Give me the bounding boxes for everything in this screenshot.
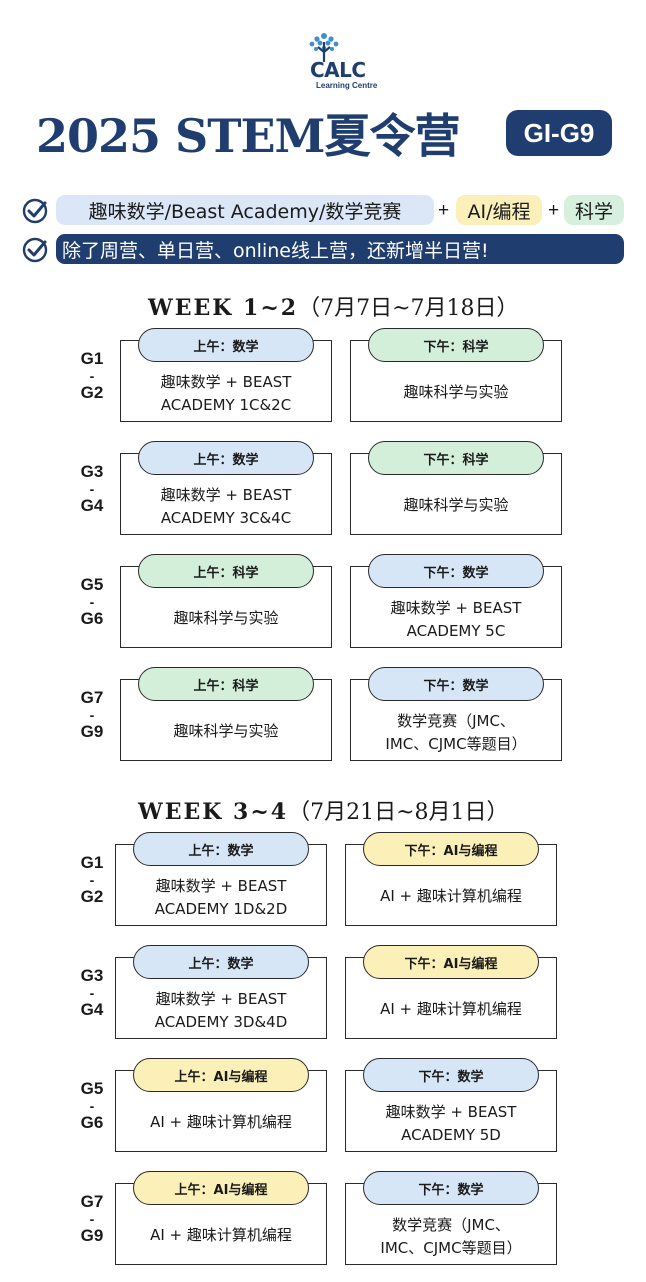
session-label-pill: 上午：科学 xyxy=(138,667,314,701)
week-dates: （7月21日~8月1日） xyxy=(288,800,509,825)
session-description: AI + 趣味计算机编程 xyxy=(150,1113,292,1131)
grade-end: G6 xyxy=(80,1113,104,1132)
session-label-pill: 上午：科学 xyxy=(138,554,314,588)
session-description: AI + 趣味计算机编程 xyxy=(150,1226,292,1244)
grade-start: G5 xyxy=(80,575,104,594)
session-description: 趣味科学与实验 xyxy=(403,496,509,514)
session-label-pill: 下午：AI与编程 xyxy=(363,945,539,979)
grade-start: G5 xyxy=(80,1079,104,1098)
grade-end: G9 xyxy=(80,722,104,741)
plus-sign: + xyxy=(548,200,560,221)
session-description: 趣味数学 + BEAST ACADEMY 5D xyxy=(385,1103,517,1144)
half-day-camp-banner: 除了周营、单日营、online线上营，还新增半日营! xyxy=(56,234,624,264)
session-label-pill: 下午：数学 xyxy=(368,667,544,701)
grade-end: G9 xyxy=(80,1226,104,1245)
afternoon-session-card: 数学竞赛（JMC、 IMC、CJMC等题目） xyxy=(350,679,562,761)
grade-dash: - xyxy=(89,985,95,1001)
grade-end: G2 xyxy=(80,887,104,906)
session-label-pill: 上午：数学 xyxy=(133,945,309,979)
grade-start: G1 xyxy=(80,853,104,872)
tree-icon xyxy=(309,33,339,62)
grade-dash: - xyxy=(89,368,95,384)
grade-label: G7-G9 xyxy=(74,1193,110,1245)
grade-label: G5-G6 xyxy=(74,1080,110,1132)
session-label-pill: 上午：AI与编程 xyxy=(133,1171,309,1205)
science-tag: 科学 xyxy=(564,195,624,225)
session-label-pill: 上午：AI与编程 xyxy=(133,1058,309,1092)
session-label-pill: 上午：数学 xyxy=(138,441,314,475)
session-label-pill: 下午：AI与编程 xyxy=(363,832,539,866)
week-label: WEEK 1~2 xyxy=(148,295,299,321)
logo-name: CALC xyxy=(310,58,366,82)
grade-dash: - xyxy=(89,481,95,497)
grade-end: G6 xyxy=(80,609,104,628)
week-dates: （7月7日~7月18日） xyxy=(298,296,519,321)
session-description: 数学竞赛（JMC、 IMC、CJMC等题目） xyxy=(380,1216,522,1257)
calc-logo: CALC Learning Centre xyxy=(290,30,400,92)
math-tag: 趣味数学/Beast Academy/数学竞赛 xyxy=(56,195,434,225)
session-description: 趣味科学与实验 xyxy=(173,722,279,740)
grade-label: G3-G4 xyxy=(74,967,110,1019)
grade-dash: - xyxy=(89,594,95,610)
session-description: 趣味数学 + BEAST ACADEMY 1C&2C xyxy=(160,373,292,414)
session-description: 趣味数学 + BEAST ACADEMY 5C xyxy=(390,599,522,640)
week-label: WEEK 3~4 xyxy=(138,799,289,825)
session-description: 趣味数学 + BEAST ACADEMY 3D&4D xyxy=(154,990,288,1031)
grade-label: G5-G6 xyxy=(74,576,110,628)
grade-end: G4 xyxy=(80,496,104,515)
session-description: 趣味科学与实验 xyxy=(173,609,279,627)
session-label-pill: 下午：科学 xyxy=(368,328,544,362)
plus-sign: + xyxy=(438,200,450,221)
grade-end: G4 xyxy=(80,1000,104,1019)
grade-start: G3 xyxy=(80,462,104,481)
session-description: 趣味数学 + BEAST ACADEMY 1D&2D xyxy=(154,877,288,918)
grade-dash: - xyxy=(89,872,95,888)
session-label-pill: 上午：数学 xyxy=(133,832,309,866)
session-label-pill: 下午：数学 xyxy=(363,1171,539,1205)
grade-range-badge: GI-G9 xyxy=(506,110,612,156)
grade-dash: - xyxy=(89,1098,95,1114)
session-description: AI + 趣味计算机编程 xyxy=(380,1000,522,1018)
ai-tag: AI/编程 xyxy=(456,195,542,225)
session-description: AI + 趣味计算机编程 xyxy=(380,887,522,905)
session-label-pill: 下午：科学 xyxy=(368,441,544,475)
grade-start: G7 xyxy=(80,1192,104,1211)
grade-label: G3-G4 xyxy=(74,463,110,515)
page-title: 2025 STEM夏令营 xyxy=(36,109,460,163)
check-circle-icon xyxy=(22,198,48,224)
grade-dash: - xyxy=(89,707,95,723)
week-header: WEEK 1~2（7月7日~7月18日） xyxy=(148,290,519,322)
grade-end: G2 xyxy=(80,383,104,402)
session-label-pill: 上午：数学 xyxy=(138,328,314,362)
grade-start: G3 xyxy=(80,966,104,985)
grade-start: G1 xyxy=(80,349,104,368)
session-label-pill: 下午：数学 xyxy=(363,1058,539,1092)
grade-dash: - xyxy=(89,1211,95,1227)
grade-label: G1-G2 xyxy=(74,350,110,402)
session-description: 趣味科学与实验 xyxy=(403,383,509,401)
session-label-pill: 下午：数学 xyxy=(368,554,544,588)
grade-start: G7 xyxy=(80,688,104,707)
grade-label: G7-G9 xyxy=(74,689,110,741)
week-header: WEEK 3~4（7月21日~8月1日） xyxy=(138,794,509,826)
logo-subtitle: Learning Centre xyxy=(316,81,378,90)
check-circle-icon xyxy=(22,237,48,263)
session-description: 数学竞赛（JMC、 IMC、CJMC等题目） xyxy=(385,712,527,753)
grade-label: G1-G2 xyxy=(74,854,110,906)
session-description: 趣味数学 + BEAST ACADEMY 3C&4C xyxy=(160,486,292,527)
